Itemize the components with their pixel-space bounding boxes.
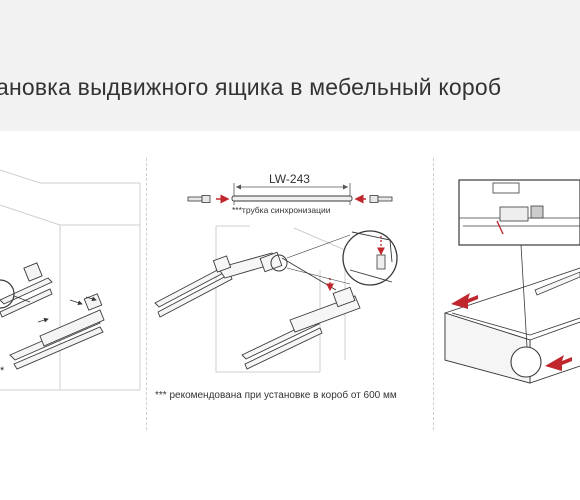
sync-tube [231,195,353,202]
insert-arrow-left [451,293,478,309]
magnifier-detail [342,230,398,286]
tube-label: ***трубка синхронизации [232,205,331,215]
panel-1: * [0,169,141,391]
panel-divider-right [433,158,434,430]
panel-3 [444,179,580,384]
panel-2: LW-243 ***трубка синхронизации [154,172,398,401]
left-connector [187,195,211,203]
lower-runner [241,286,361,370]
upper-runner [154,251,283,318]
insert-arrow-right [545,355,572,371]
footnote: *** рекомендована при установке в короб … [155,389,397,401]
panel-divider-left [146,158,147,430]
asterisk-mark: * [0,365,5,377]
header-band [0,0,580,131]
right-connector [369,195,393,203]
part-label: LW-243 [269,172,310,186]
top-detail-box [458,179,580,246]
page-title: ановка выдвижного ящика в мебельный коро… [0,74,502,100]
